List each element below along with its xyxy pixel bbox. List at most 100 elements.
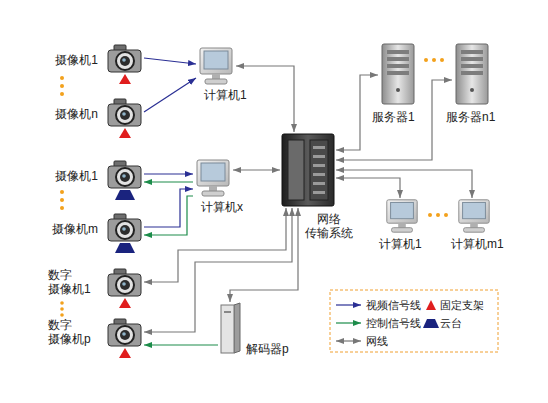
- camera-lens: [116, 276, 134, 294]
- device-label: 摄像机1: [55, 53, 98, 67]
- monitor-screen: [391, 203, 414, 219]
- srv-icon: 服务器1: [378, 42, 418, 106]
- camera-lens: [116, 52, 134, 70]
- fixed-mount: [119, 74, 131, 84]
- monitor-case: [459, 200, 489, 223]
- camera-lens: [120, 56, 130, 66]
- network-slot: [313, 164, 325, 167]
- decoder-side: [234, 303, 240, 353]
- camera-icon: 摄像机m: [106, 213, 144, 253]
- camera-icon: 数字 摄像机p: [106, 318, 144, 358]
- camera-lens: [122, 227, 126, 231]
- control-signal-line: [144, 344, 218, 345]
- network-slot: [313, 146, 325, 149]
- line-sample: [336, 322, 361, 323]
- dec-icon: 解码器p: [218, 302, 242, 354]
- server-case: [382, 44, 414, 104]
- drive-bay: [387, 71, 409, 75]
- monitor-neck: [209, 186, 217, 191]
- srv-icon: 服务器n1: [452, 42, 492, 106]
- camera-lens: [116, 106, 134, 124]
- device-drawing: [106, 160, 144, 200]
- video-signal-line: [144, 78, 196, 112]
- fixed-mount: [119, 348, 131, 358]
- device-drawing: [196, 46, 236, 86]
- device-drawing: [193, 158, 233, 198]
- device-drawing: [106, 44, 144, 84]
- device-label: 计算机1: [204, 88, 247, 102]
- network-line: [144, 208, 286, 282]
- camera-lens: [122, 174, 126, 178]
- video-signal-line: [144, 173, 193, 174]
- camera-lens: [120, 330, 130, 340]
- device-label: 摄像机1: [55, 169, 98, 183]
- device-drawing: [106, 98, 144, 138]
- drive-bay: [387, 64, 409, 68]
- monitor-screen: [204, 51, 228, 69]
- video-signal-line: [144, 58, 196, 64]
- camera-icon: 摄像机n: [106, 98, 144, 138]
- monitor-neck: [398, 223, 406, 228]
- pan-tilt-head: [115, 190, 135, 200]
- monitor-case: [200, 48, 232, 74]
- monitor-case: [197, 160, 229, 186]
- device-label: 摄像机m: [52, 222, 98, 236]
- device-label: 计算机x: [201, 200, 243, 214]
- network-line: [336, 170, 472, 198]
- legend-frame: [330, 290, 498, 352]
- camera-icon: 摄像机1: [106, 160, 144, 200]
- device-label: 计算机1: [379, 237, 422, 251]
- monitor-base: [202, 191, 224, 196]
- device-drawing: [455, 198, 493, 234]
- pc-icon: 计算机x: [193, 158, 233, 198]
- camera-body: [108, 166, 141, 188]
- net-icon: 网络 传输系统: [280, 132, 336, 208]
- camera-body: [108, 219, 141, 241]
- legend-sample: [426, 300, 436, 310]
- fixed-mount: [119, 298, 131, 308]
- camera-lens: [120, 110, 130, 120]
- device-label: 计算机m1: [451, 237, 504, 251]
- video-signal-line: [144, 189, 193, 227]
- network-slot: [313, 182, 325, 185]
- legend-text: 云台: [440, 317, 462, 330]
- camera-body: [108, 104, 141, 126]
- network-case: [282, 134, 334, 206]
- control-signal-line: [144, 196, 193, 235]
- network-panel: [310, 140, 328, 200]
- camera-icon: 数字 摄像机1: [106, 268, 144, 308]
- legend-text: 网线: [366, 335, 388, 348]
- camera-lens: [120, 225, 130, 235]
- device-drawing: [378, 42, 418, 106]
- drive-bay: [387, 50, 409, 54]
- camera-body: [108, 324, 141, 346]
- monitor-neck: [212, 74, 220, 79]
- camera-lens: [116, 221, 134, 239]
- drive-bay: [387, 57, 409, 61]
- legend-text: 视频信号线: [366, 299, 421, 312]
- camera-lens: [122, 332, 126, 336]
- network-slot: [313, 173, 325, 176]
- camera-lens: [116, 168, 134, 186]
- drive-bay: [461, 57, 483, 61]
- monitor-neck: [470, 223, 478, 228]
- server-case: [456, 44, 488, 104]
- legend-sample: [336, 323, 361, 324]
- pan-tilt-symbol: [423, 319, 439, 328]
- network-line: [230, 208, 298, 302]
- legend-sample: [336, 341, 361, 342]
- camera-lens: [120, 280, 130, 290]
- device-label: 解码器p: [246, 342, 289, 356]
- camera-lens: [122, 282, 126, 286]
- decoder-case: [221, 305, 234, 353]
- monitor-screen: [463, 203, 486, 219]
- device-drawing: [106, 213, 144, 253]
- device-label: 摄像机n: [55, 107, 98, 121]
- line-sample: [336, 340, 361, 341]
- drive-bay: [461, 64, 483, 68]
- drive-bay: [461, 50, 483, 54]
- device-drawing: [383, 198, 421, 234]
- device-label: 服务器n1: [446, 110, 495, 124]
- drive-bay: [461, 71, 483, 75]
